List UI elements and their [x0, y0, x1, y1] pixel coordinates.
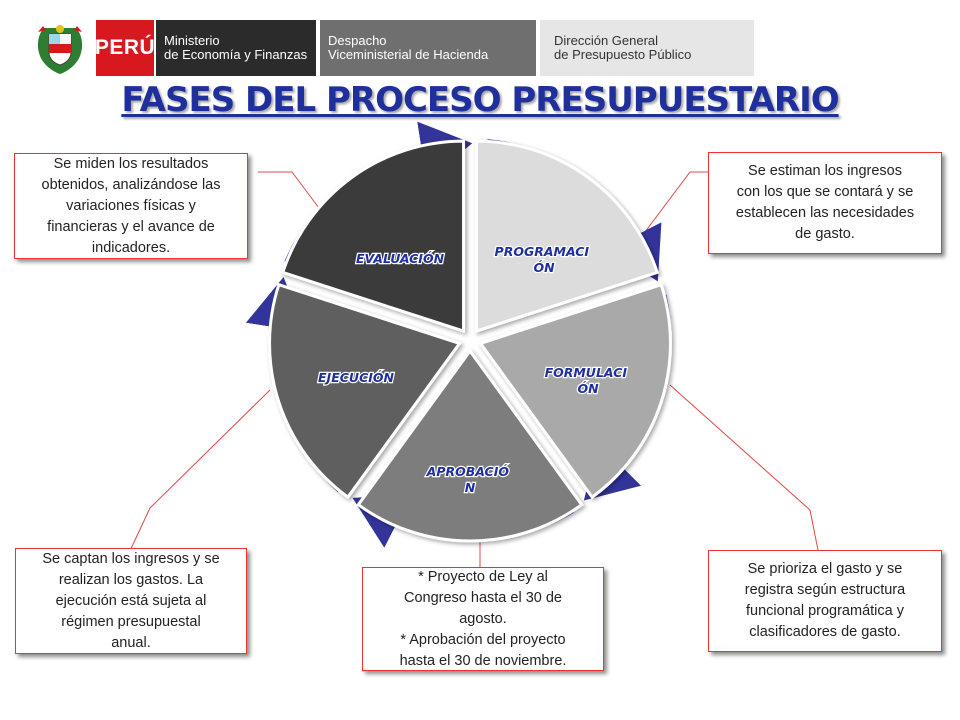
direction-label: Dirección General de Presupuesto Público	[540, 20, 754, 76]
connector-evaluacion	[258, 171, 323, 213]
phase-evaluacion-label: EVALUACIÓN	[356, 251, 445, 266]
note-programacion: Se estiman los ingresos con los que se c…	[708, 152, 942, 254]
segment-aprobacion	[356, 348, 584, 543]
note-formulacion: Se prioriza el gasto y se registra según…	[708, 550, 942, 652]
connector-formulacion	[669, 384, 819, 551]
cycle-segments	[268, 139, 672, 543]
phase-ejecucion-label: EJECUCIÓN	[318, 370, 395, 385]
coat-of-arms-icon	[37, 25, 83, 74]
phase-aprobacion-label: APROBACIÓ N	[426, 464, 514, 495]
phase-labels: PROGRAMACI ÓN FORMULACI ÓN APROBACIÓ N E…	[317, 243, 632, 496]
phase-programacion-label: PROGRAMACI ÓN	[495, 244, 594, 275]
segment-formulacion	[478, 282, 672, 500]
ministry-label: Ministerio de Economía y Finanzas	[154, 20, 316, 76]
connector-lines	[127, 171, 819, 568]
segment-ejecucion	[268, 282, 462, 500]
country-badge: PERÚ	[95, 20, 155, 76]
office-label: Despacho Viceministerial de Hacienda	[320, 20, 536, 76]
note-aprobacion: * Proyecto de Ley al Congreso hasta el 3…	[362, 567, 604, 671]
connector-ejecucion	[127, 389, 271, 556]
note-ejecucion: Se captan los ingresos y se realizan los…	[15, 548, 247, 654]
phase-formulacion-label: FORMULACI ÓN	[545, 365, 632, 396]
page-title: FASES DEL PROCESO PRESUPUESTARIO	[121, 80, 839, 120]
header-bar: PERÚ Ministerio de Economía y Finanzas D…	[34, 20, 754, 76]
segment-programacion	[474, 139, 660, 334]
note-evaluacion: Se miden los resultados obtenidos, anali…	[14, 153, 248, 259]
segment-evaluacion	[280, 139, 466, 334]
